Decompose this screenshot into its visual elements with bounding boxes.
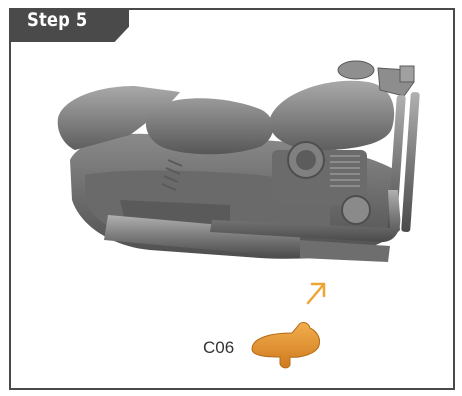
fuel-tank — [270, 81, 395, 150]
part-c06-piece — [252, 322, 320, 367]
part-code-label: C06 — [203, 338, 234, 358]
insert-direction-arrow-icon — [308, 284, 324, 303]
seat — [146, 98, 273, 154]
fuel-cap — [338, 61, 374, 79]
